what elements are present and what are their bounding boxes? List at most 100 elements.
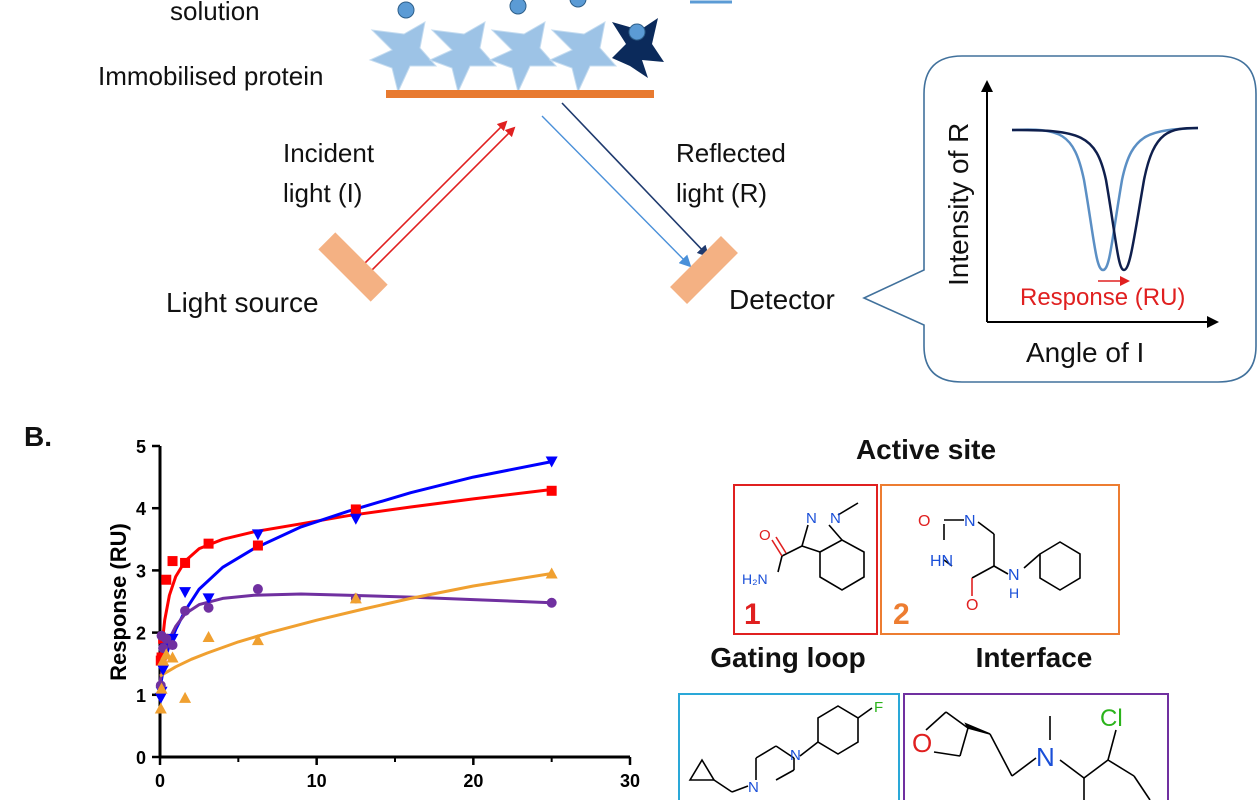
compound-2-number: 2 — [893, 598, 910, 631]
y-tick-label: 1 — [136, 686, 146, 706]
panel-b-label: B. — [24, 421, 52, 452]
x-tick-label: 10 — [307, 771, 327, 791]
y-tick-label: 2 — [136, 624, 146, 644]
y-tick-label: 4 — [136, 499, 146, 519]
detector-label: Detector — [729, 284, 835, 315]
reflected-label-line1: Reflected — [676, 138, 786, 168]
data-point — [157, 654, 170, 666]
inset-y-label: Intensity of R — [943, 123, 974, 286]
compound-3-box — [678, 693, 900, 805]
light-source-block — [318, 232, 388, 302]
compound-4-oxygen: O — [912, 728, 932, 758]
dip-curve-before — [1011, 126, 1199, 272]
compound-4-structure — [925, 711, 1151, 801]
interface-title: Interface — [976, 642, 1093, 673]
compound-2-box — [880, 484, 1120, 635]
gating-loop-title: Gating loop — [710, 642, 866, 673]
compound-1-n1: N — [806, 510, 817, 527]
data-point — [203, 602, 214, 613]
data-point — [350, 504, 361, 515]
data-point — [545, 567, 558, 579]
compound-2-n-amine: N — [1008, 567, 1020, 584]
binding-chart: 0 1 2 3 4 5 0 10 20 30 Response (RU) — [106, 437, 640, 791]
protein-star — [548, 21, 618, 94]
data-point — [180, 605, 191, 616]
immobilised-protein-label: Immobilised protein — [98, 61, 323, 91]
compound-3-n1: N — [748, 779, 759, 796]
data-point — [154, 692, 167, 704]
x-tick-label: 30 — [620, 771, 640, 791]
data-point — [167, 556, 178, 567]
compound-4-chlorine: Cl — [1100, 705, 1123, 732]
chart-y-label: Response (RU) — [106, 523, 131, 681]
compound-1-oxygen: O — [759, 527, 771, 544]
y-tick-label: 3 — [136, 561, 146, 581]
protein-star — [428, 21, 498, 94]
data-point — [157, 664, 170, 676]
immobilised-proteins — [368, 18, 664, 94]
data-point — [160, 648, 173, 660]
active-site-title: Active site — [856, 434, 996, 465]
data-point — [545, 456, 558, 468]
fit-curve — [158, 592, 552, 683]
sensor-surface — [386, 90, 654, 98]
bound-analyte-ball — [628, 23, 646, 41]
data-point — [546, 485, 557, 496]
compound-2-oxygen-bottom: O — [966, 597, 978, 614]
panel-b: B. 0 1 2 3 4 5 0 10 20 30 Response (RU) — [24, 421, 640, 791]
protein-star — [488, 21, 558, 94]
data-point — [154, 702, 167, 714]
compound-1-amine: H₂N — [742, 571, 768, 587]
reflected-light-beam-light — [541, 115, 692, 268]
incident-label-line1: Incident — [283, 138, 375, 168]
protein-star-bound — [612, 18, 664, 78]
data-point — [202, 630, 215, 642]
analyte-molecules — [397, 0, 587, 19]
panel-c: Active site Gating loop Interface N N O … — [678, 434, 1169, 805]
detector-block — [670, 236, 738, 304]
compound-3-fluorine: F — [874, 699, 883, 716]
analyte-ball — [569, 0, 587, 8]
x-tick-label: 0 — [155, 771, 165, 791]
data-point — [167, 640, 178, 651]
data-point — [251, 529, 264, 541]
fit-curve — [159, 572, 552, 678]
analyte-ball — [397, 1, 415, 19]
data-point — [546, 597, 557, 608]
compound-2-structure — [943, 519, 1081, 596]
compound-1-box — [733, 484, 878, 635]
data-point — [166, 651, 179, 663]
compound-3-structure — [688, 705, 873, 793]
dip-curve-after — [1011, 126, 1199, 272]
compound-3-n2: N — [790, 747, 801, 764]
compound-1-n2: N — [830, 510, 841, 527]
panel-a: solution Immobilised protein — [98, 0, 1257, 383]
compound-2-n-top: N — [964, 513, 976, 530]
compound-1-structure — [771, 502, 865, 591]
data-point — [161, 574, 172, 585]
fit-curve — [158, 488, 552, 664]
x-tick-label: 20 — [463, 771, 483, 791]
data-point — [180, 557, 191, 568]
compound-2-oxygen-top: O — [918, 513, 930, 530]
y-tick-label: 5 — [136, 437, 146, 457]
protein-star — [368, 21, 438, 94]
y-tick-label: 0 — [136, 748, 146, 768]
reflected-label-line2: light (R) — [676, 178, 767, 208]
compound-2-hn: HN — [930, 553, 953, 570]
detector-inset-bubble — [862, 55, 1257, 383]
light-source-label: Light source — [166, 287, 319, 318]
data-point — [155, 682, 168, 694]
data-point — [251, 634, 264, 646]
solution-label: solution — [170, 0, 260, 26]
incident-label-line2: light (I) — [283, 178, 362, 208]
analyte-ball — [509, 0, 527, 15]
inset-x-label: Angle of I — [1026, 337, 1144, 368]
reflected-light-beam-dark — [561, 102, 710, 258]
data-point — [179, 587, 192, 599]
data-point — [161, 633, 172, 644]
data-point — [252, 584, 263, 595]
data-point — [252, 540, 263, 551]
data-point — [202, 593, 215, 605]
